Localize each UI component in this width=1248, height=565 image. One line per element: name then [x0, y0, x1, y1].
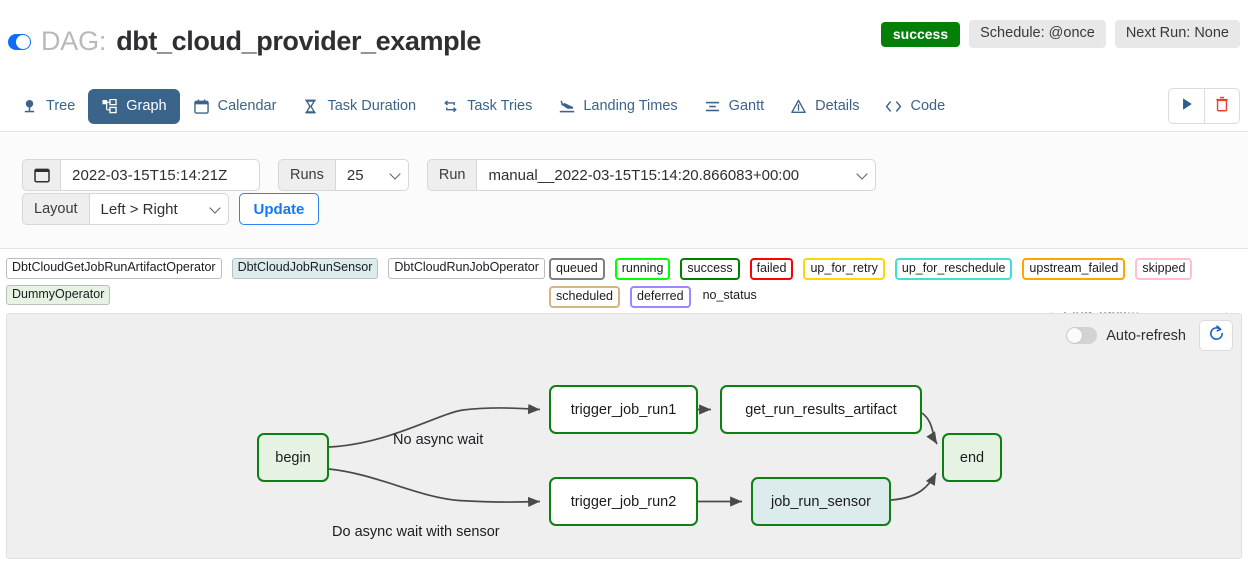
- dag-node-trigger_job_run1[interactable]: trigger_job_run1: [549, 385, 698, 434]
- status-legend-badge[interactable]: success: [680, 258, 740, 280]
- num-runs-select[interactable]: 25: [334, 159, 409, 191]
- status-legend-badge[interactable]: queued: [549, 258, 605, 280]
- dag-name: dbt_cloud_provider_example: [116, 26, 481, 56]
- update-button[interactable]: Update: [238, 193, 320, 225]
- status-legend-badge[interactable]: up_for_retry: [803, 258, 885, 280]
- dag-actions: [1168, 88, 1240, 124]
- tab-list: Tree Graph Calendar Task Duration: [8, 80, 958, 132]
- tab-code[interactable]: Code: [872, 89, 958, 124]
- auto-refresh-control: Auto-refresh: [1066, 327, 1186, 344]
- calendar-icon: [193, 98, 210, 115]
- filter-row-primary: 2022-03-15T15:14:21Z Runs 25 Run manual_…: [22, 159, 877, 191]
- status-legend-badge[interactable]: scheduled: [549, 285, 620, 308]
- status-legend-badge[interactable]: deferred: [630, 285, 691, 308]
- gantt-icon: [704, 98, 721, 115]
- dag-run-select[interactable]: manual__2022-03-15T15:14:20.866083+00:00: [476, 159, 877, 191]
- dag-label: DAG:: [41, 26, 107, 56]
- operator-legend-badge[interactable]: DbtCloudRunJobOperator: [388, 258, 545, 279]
- status-legend-badge[interactable]: skipped: [1135, 258, 1193, 280]
- dag-node-trigger_job_run2[interactable]: trigger_job_run2: [549, 477, 698, 526]
- tab-label: Task Duration: [327, 98, 417, 114]
- operator-legend-badge[interactable]: DummyOperator: [6, 284, 111, 306]
- operator-legend-badge[interactable]: DbtCloudGetJobRunArtifactOperator: [6, 258, 222, 279]
- play-icon: [1180, 97, 1194, 116]
- layout-select[interactable]: Left > Right: [88, 193, 229, 225]
- tab-landing-times[interactable]: Landing Times: [545, 89, 690, 124]
- dag-nav-tabs: Tree Graph Calendar Task Duration: [0, 80, 1248, 132]
- page-header: DAG: dbt_cloud_provider_example success …: [0, 0, 1248, 72]
- tab-label: Calendar: [217, 98, 277, 114]
- num-runs-group: Runs 25: [278, 159, 409, 191]
- code-icon: [885, 98, 902, 115]
- run-select-group: Run manual__2022-03-15T15:14:20.866083+0…: [426, 159, 877, 191]
- status-legend-badge[interactable]: failed: [749, 258, 794, 280]
- run-label: Run: [426, 159, 477, 191]
- dag-title: DAG: dbt_cloud_provider_example: [8, 26, 481, 57]
- trash-icon: [1215, 96, 1229, 117]
- dag-edge-label: No async wait: [393, 432, 484, 448]
- graph-icon: [101, 98, 118, 115]
- schedule-badge[interactable]: Schedule: @once: [969, 20, 1106, 49]
- status-legend-badge[interactable]: up_for_reschedule: [894, 258, 1013, 280]
- legend-bar: DbtCloudGetJobRunArtifactOperator DbtClou…: [0, 250, 1248, 312]
- tab-label: Graph: [126, 98, 167, 114]
- tab-graph[interactable]: Graph: [88, 88, 180, 124]
- base-date-input[interactable]: 2022-03-15T15:14:21Z: [60, 159, 260, 191]
- tab-gantt[interactable]: Gantt: [691, 89, 777, 124]
- dag-edges: [328, 403, 938, 507]
- tab-calendar[interactable]: Calendar: [180, 89, 290, 124]
- tab-label: Landing Times: [583, 98, 678, 114]
- details-icon: [790, 98, 807, 115]
- layout-label: Layout: [22, 193, 89, 225]
- dag-pause-toggle[interactable]: [8, 33, 31, 50]
- operator-legend-badge[interactable]: DbtCloudJobRunSensor: [231, 258, 379, 279]
- runs-label: Runs: [278, 159, 335, 191]
- refresh-icon: [1208, 324, 1225, 347]
- filter-row-layout: Layout Left > Right Update: [22, 193, 320, 225]
- tab-task-tries[interactable]: Task Tries: [429, 89, 545, 124]
- tab-details[interactable]: Details: [777, 89, 872, 124]
- dag-node-job_run_sensor[interactable]: job_run_sensor: [751, 477, 891, 526]
- tab-label: Task Tries: [467, 98, 533, 114]
- dag-node-end[interactable]: end: [942, 433, 1002, 482]
- dag-node-get_run_results_artifact[interactable]: get_run_results_artifact: [720, 385, 922, 434]
- dag-edge-label: Do async wait with sensor: [332, 524, 500, 540]
- calendar-icon[interactable]: [22, 159, 60, 191]
- status-legend-badge[interactable]: running: [614, 258, 671, 280]
- filter-bar: 2022-03-15T15:14:21Z Runs 25 Run manual_…: [0, 133, 1248, 325]
- header-badges: success Schedule: @once Next Run: None: [880, 20, 1240, 49]
- status-legend-badge[interactable]: no_status: [702, 287, 757, 302]
- status-legend-badge[interactable]: upstream_failed: [1022, 258, 1126, 280]
- tab-tree[interactable]: Tree: [8, 89, 88, 124]
- landing-icon: [558, 98, 575, 115]
- auto-refresh-toggle[interactable]: [1066, 327, 1098, 344]
- hourglass-icon: [302, 98, 319, 115]
- layout-group: Layout Left > Right: [22, 193, 229, 225]
- refresh-button[interactable]: [1199, 320, 1233, 351]
- retry-icon: [442, 98, 459, 115]
- tree-icon: [21, 98, 38, 115]
- tab-label: Gantt: [728, 98, 765, 114]
- status-badge: success: [880, 21, 961, 47]
- tab-label: Tree: [46, 98, 76, 114]
- auto-refresh-label: Auto-refresh: [1106, 327, 1186, 344]
- operator-legend: DbtCloudGetJobRunArtifactOperator DbtClou…: [6, 258, 546, 306]
- tab-label: Code: [910, 98, 946, 114]
- tab-label: Details: [815, 98, 860, 114]
- status-legend: queued running success failed up_for_retry up…: [549, 258, 1248, 308]
- delete-dag-button[interactable]: [1204, 89, 1239, 123]
- dag-node-begin[interactable]: begin: [257, 433, 329, 482]
- trigger-dag-button[interactable]: [1169, 89, 1204, 123]
- next-run-badge: Next Run: None: [1114, 20, 1240, 49]
- base-date-group: 2022-03-15T15:14:21Z: [22, 159, 260, 191]
- dag-graph-canvas[interactable]: Auto-refresh: [6, 313, 1242, 559]
- tab-task-duration[interactable]: Task Duration: [289, 89, 429, 124]
